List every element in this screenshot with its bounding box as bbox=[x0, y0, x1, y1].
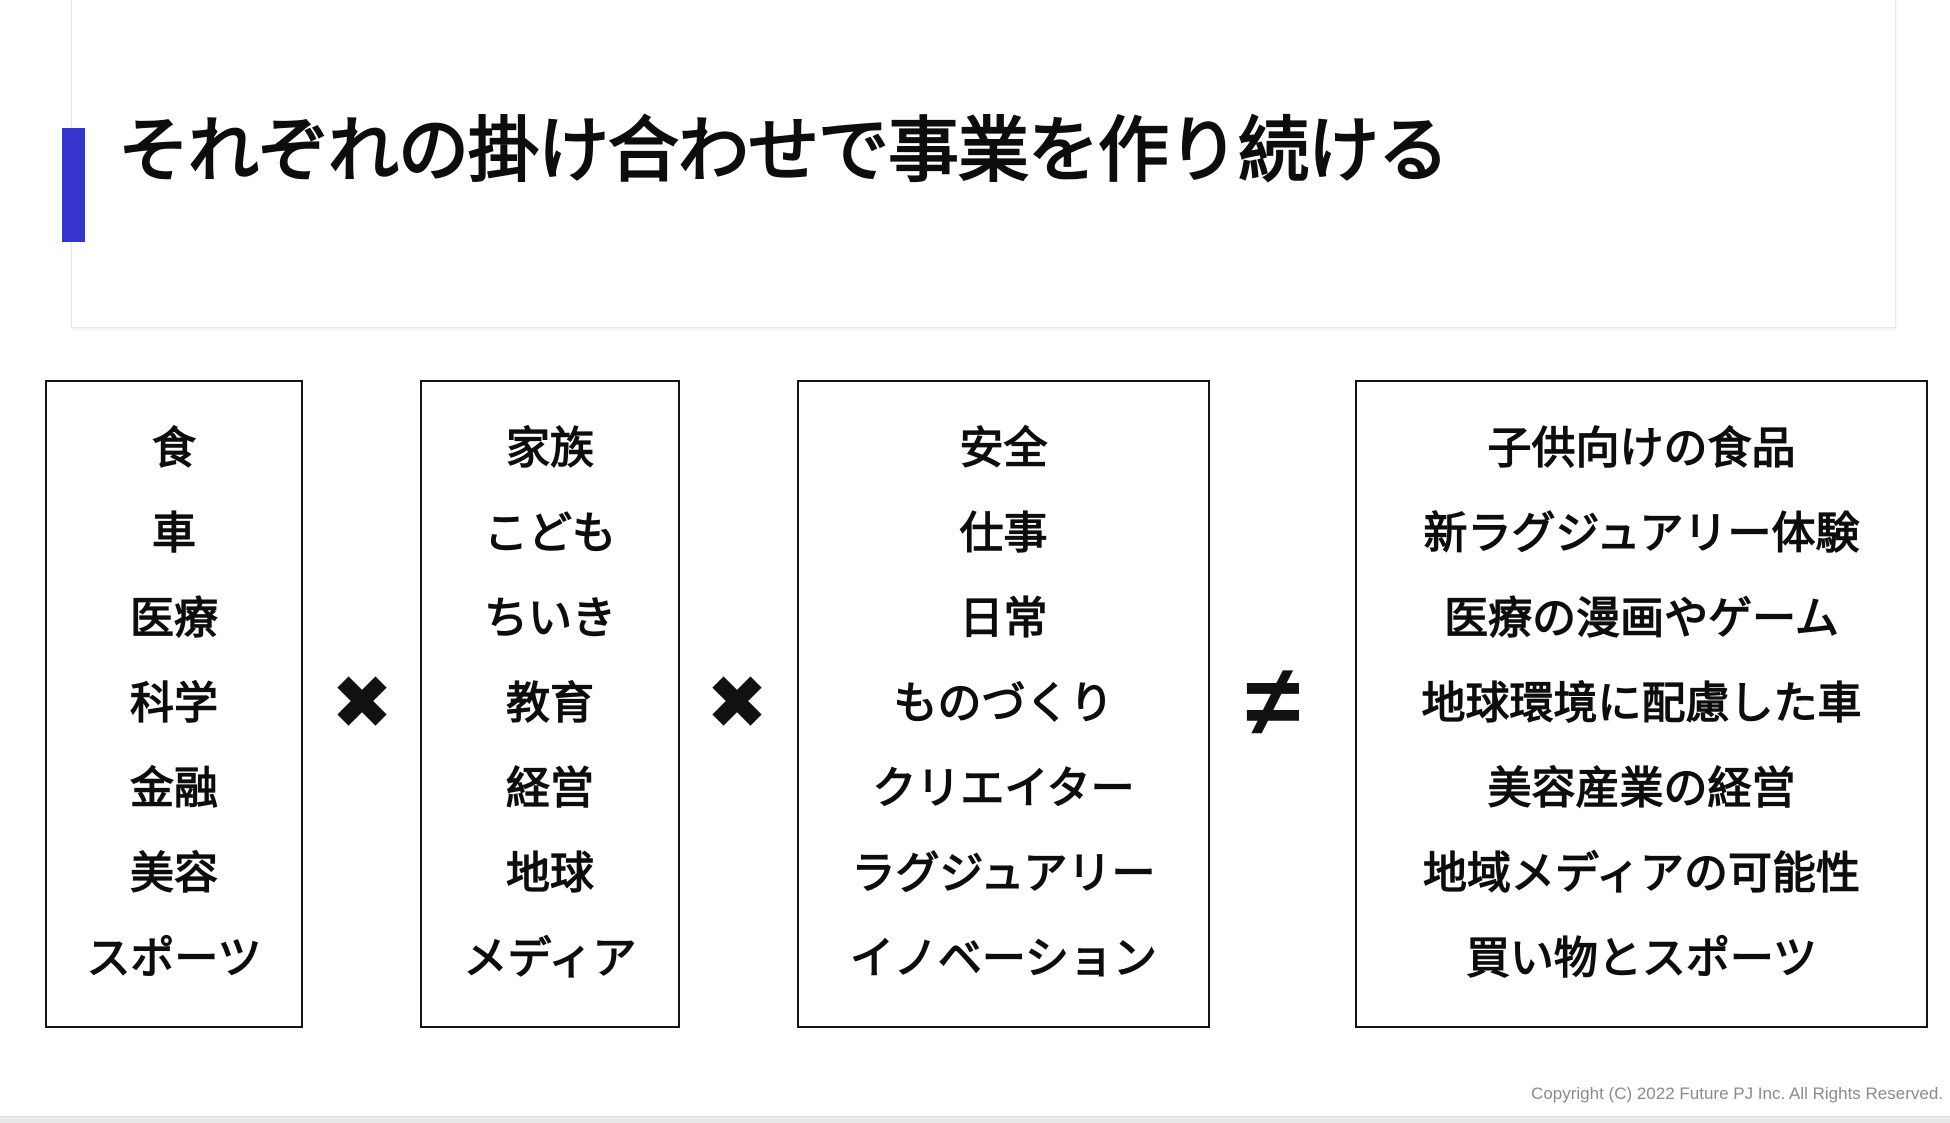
category-item: 食 bbox=[152, 423, 196, 473]
category-item: 日常 bbox=[959, 593, 1048, 643]
copyright-text: Copyright (C) 2022 Future PJ Inc. All Ri… bbox=[1531, 1084, 1943, 1103]
category-item: イノベーション bbox=[849, 934, 1158, 984]
category-item: 子供向けの食品 bbox=[1487, 423, 1796, 473]
multiply-operator: ✖ bbox=[330, 661, 393, 744]
category-item: 地域メディアの可能性 bbox=[1423, 849, 1860, 899]
category-item: 医療 bbox=[130, 593, 218, 643]
category-item: こども bbox=[484, 508, 616, 558]
window-bottom-edge bbox=[0, 1116, 1950, 1123]
category-item: 家族 bbox=[506, 423, 594, 473]
category-item: 安全 bbox=[959, 423, 1048, 473]
category-item: 美容産業の経営 bbox=[1487, 764, 1796, 814]
category-item: 仕事 bbox=[959, 508, 1048, 558]
category-box-business-ideas: 子供向けの食品 新ラグジュアリー体験 医療の漫画やゲーム 地球環境に配慮した車 … bbox=[1355, 380, 1928, 1028]
category-item: 医療の漫画やゲーム bbox=[1444, 593, 1839, 643]
category-item: ものづくり bbox=[893, 678, 1114, 728]
category-item: 地球環境に配慮した車 bbox=[1421, 678, 1862, 728]
category-item: 経営 bbox=[506, 764, 594, 814]
category-item: メディア bbox=[463, 934, 637, 984]
multiply-operator: ✖ bbox=[705, 661, 768, 744]
slide-title: それぞれの掛け合わせで事業を作り続ける bbox=[118, 112, 1449, 191]
category-item: 美容 bbox=[130, 849, 218, 899]
category-item: 車 bbox=[152, 508, 196, 558]
category-item: 買い物とスポーツ bbox=[1465, 934, 1818, 984]
category-box-audiences: 家族 こども ちいき 教育 経営 地球 メディア bbox=[420, 380, 680, 1028]
category-item: 教育 bbox=[506, 678, 594, 728]
category-item: 科学 bbox=[130, 678, 218, 728]
title-card bbox=[71, 0, 1896, 328]
not-equal-operator: ≠ bbox=[1245, 644, 1301, 757]
category-box-domains: 食 車 医療 科学 金融 美容 スポーツ bbox=[45, 380, 303, 1028]
category-box-themes: 安全 仕事 日常 ものづくり クリエイター ラグジュアリー イノベーション bbox=[797, 380, 1210, 1028]
category-item: スポーツ bbox=[86, 934, 262, 984]
category-item: 地球 bbox=[506, 849, 594, 899]
category-item: クリエイター bbox=[872, 764, 1135, 814]
category-item: ちいき bbox=[484, 593, 616, 643]
title-accent-bar bbox=[62, 128, 85, 242]
category-item: ラグジュアリー bbox=[851, 849, 1156, 899]
category-item: 新ラグジュアリー体験 bbox=[1423, 508, 1860, 558]
category-item: 金融 bbox=[130, 764, 218, 814]
